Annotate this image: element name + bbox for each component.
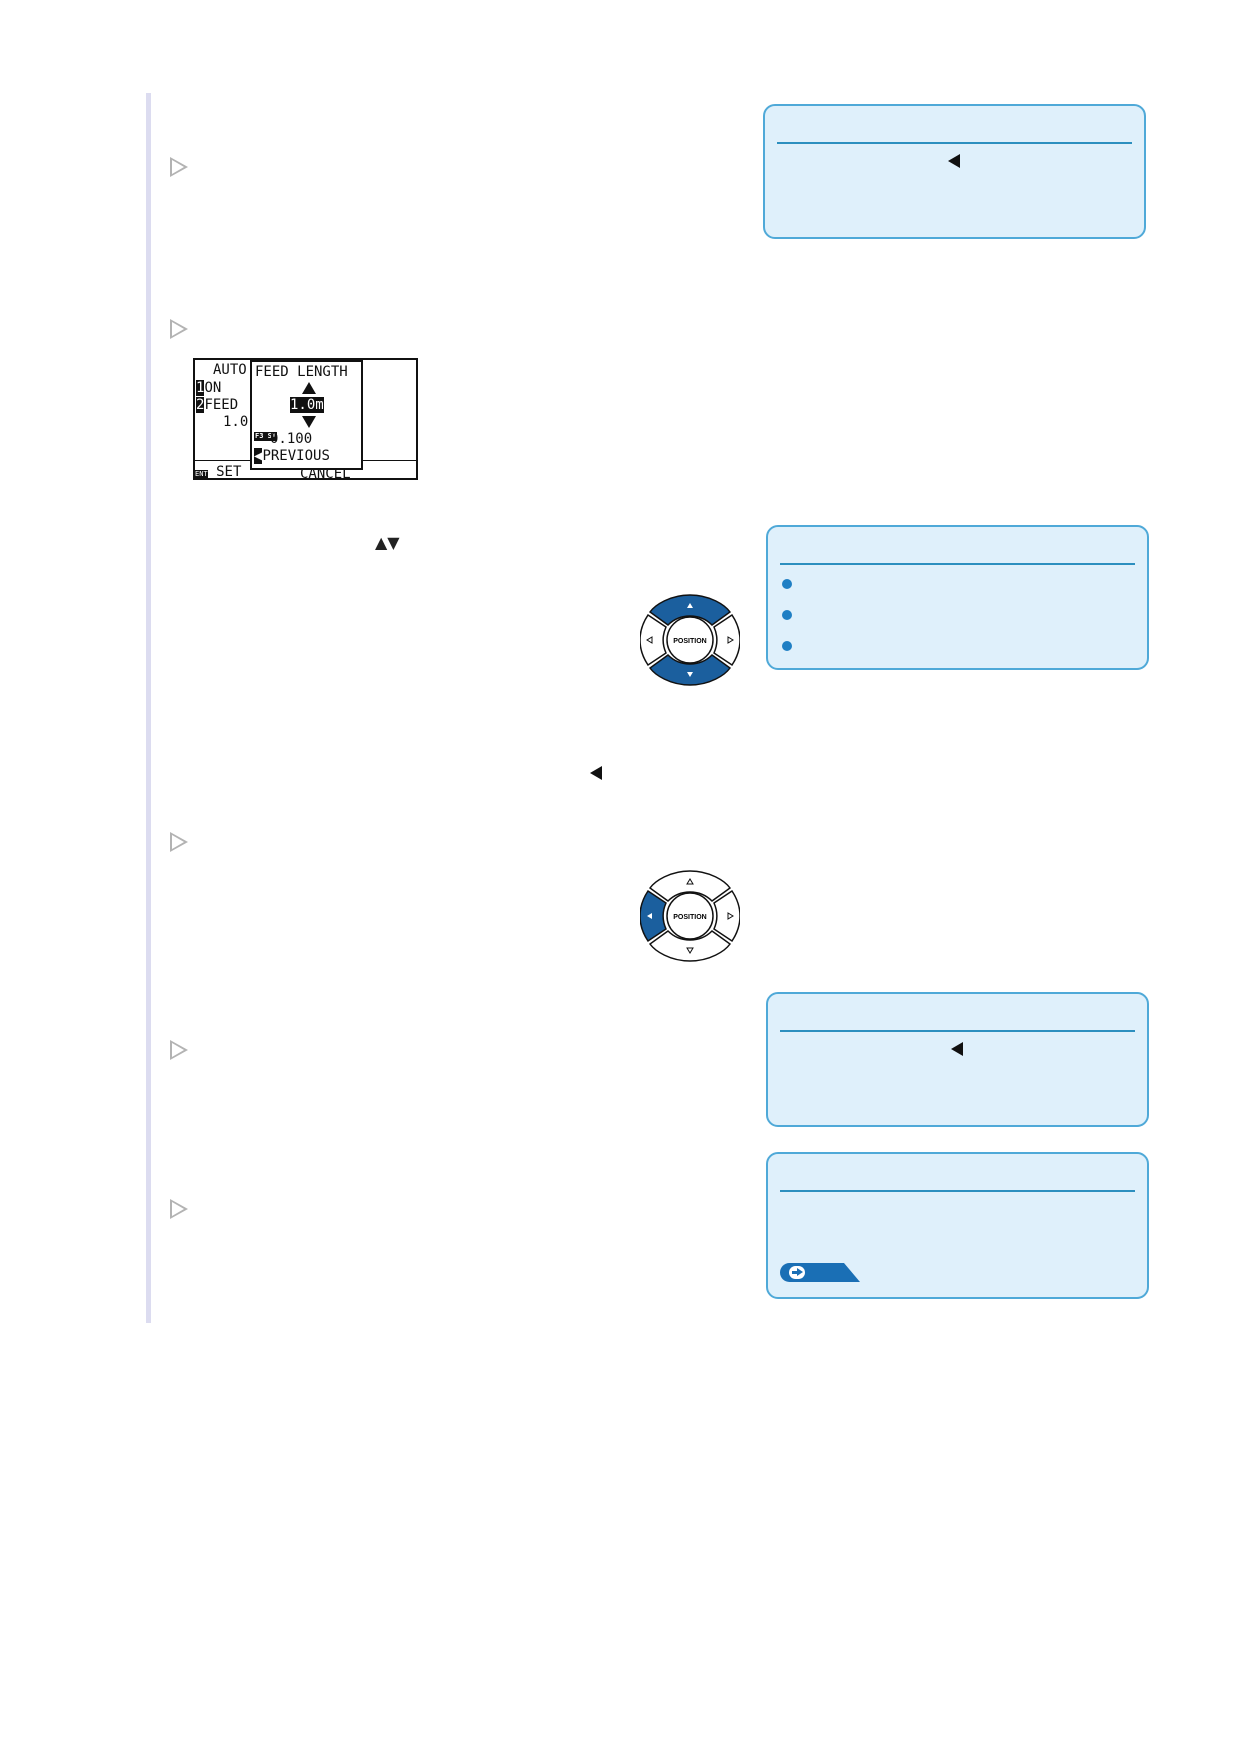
step-arrow-icon [170,832,188,852]
lcd-bottom: ENT SET [195,464,242,480]
note-divider [777,142,1132,144]
popup-value: 1.0m [290,397,324,413]
bullet-icon [782,641,792,651]
lcd-popup: FEED LENGTH 1.0m F3 ST 0.100 ◀PREVIOUS [250,360,363,470]
link-arrow-icon [789,1266,805,1279]
svg-text:POSITION: POSITION [673,914,706,921]
lcd-line: 1.0 [223,414,249,430]
f3-key-icon: F3 ST [254,432,278,441]
step-arrow-icon [170,319,188,339]
left-triangle-icon [948,154,960,168]
note-divider [780,1030,1135,1032]
down-arrow-icon [302,416,316,428]
note-divider [780,563,1135,565]
note-divider [780,1190,1135,1192]
svg-text:POSITION: POSITION [673,638,706,645]
pad-right-button [713,889,740,943]
note-box [766,992,1149,1127]
pad-up-button [648,594,732,626]
pad-down-button [648,654,732,686]
left-triangle-icon [590,766,602,780]
note-box [763,104,1146,239]
left-triangle-icon [951,1042,963,1056]
bullet-icon [782,579,792,589]
step-arrow-icon [170,157,188,177]
pad-left-button [640,889,667,943]
pad-up-button [648,870,732,902]
popup-prev: ◀PREVIOUS [254,448,330,464]
up-down-arrows-icon: ▲▼ [375,533,400,552]
bullet-icon [782,610,792,620]
popup-title: FEED LENGTH [255,364,348,380]
step-arrow-icon [170,1199,188,1219]
step-arrow-icon [170,1040,188,1060]
lcd-screen: AUTO 1ON 2FEED 1.0 ENT SET CANCEL FEED L… [193,358,418,480]
pad-down-button [648,930,732,962]
up-arrow-icon [302,382,316,394]
lcd-line: 2FEED [196,397,239,413]
pad-right-button [713,613,740,667]
note-box [766,525,1149,670]
pad-left-button [640,613,667,667]
position-pad[interactable]: POSITION [640,590,740,690]
popup-increment: 0.100 [270,431,313,447]
lcd-line: AUTO [213,362,247,378]
position-pad[interactable]: POSITION [640,866,740,966]
margin-rule [146,93,151,1323]
lcd-line: 1ON [196,380,222,396]
